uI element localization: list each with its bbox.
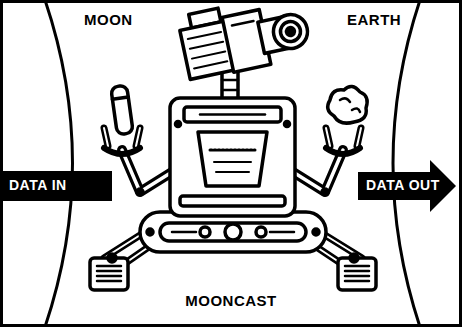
rover-arm: [326, 128, 361, 146]
rock-sample: [328, 86, 367, 123]
rover-body: [285, 122, 290, 127]
camera: [188, 32, 227, 68]
rover-illustration: [222, 80, 238, 90]
data-arrow-band: DATA IN: [0, 171, 112, 201]
camera: [270, 11, 310, 51]
rover-body: [210, 149, 255, 152]
earth-region-outline: [386, 0, 462, 327]
earth-region-outline: [393, 0, 420, 327]
node-label: DATA IN: [9, 177, 67, 193]
rover-arm: [137, 189, 143, 195]
rover-illustration: [90, 0, 376, 290]
rover-tread: [140, 212, 326, 252]
rover-wheel: [345, 266, 369, 281]
rover-tread: [160, 223, 306, 241]
rover-wheel: [108, 254, 116, 262]
sample-vial: [112, 97, 128, 99]
rover-arm: [293, 150, 343, 192]
rover-arm: [104, 148, 140, 154]
sample-vial: [111, 85, 134, 135]
rover-arm: [104, 85, 172, 195]
rover-body: [170, 98, 295, 216]
node-label: EARTH: [347, 11, 401, 28]
rover-arm: [122, 150, 172, 192]
rover-arm: [293, 86, 367, 195]
rover-body: [180, 196, 285, 206]
rover-body: [184, 107, 281, 122]
data-arrow-band: DATA OUT: [358, 160, 456, 212]
rover-tread: [225, 224, 241, 240]
rover-body: [198, 132, 267, 186]
rover-tread: [256, 227, 266, 237]
data-arrow-band-outline: [358, 160, 456, 212]
data-arrow-band-outline: [0, 171, 112, 201]
rover-tread: [172, 231, 294, 234]
moon-region: MOON: [0, 0, 76, 327]
node-label: MOON: [84, 11, 133, 28]
rover-tread: [200, 227, 210, 237]
rover-body: [176, 122, 181, 127]
diagram-name: MOONCAST: [0, 292, 462, 309]
moon-region-outline: [45, 0, 73, 327]
rover-arm: [322, 189, 328, 195]
moon-region-outline: [0, 0, 76, 327]
rover-arm: [340, 98, 360, 112]
rover-body: [214, 162, 251, 172]
camera: [232, 21, 254, 26]
rover-body: [170, 98, 295, 216]
camera: [279, 20, 303, 44]
rover-wheel: [350, 254, 358, 262]
sample-vial: [111, 85, 134, 135]
node-label: DATA OUT: [366, 177, 440, 193]
rover-arm: [326, 128, 361, 146]
rover-arm: [293, 150, 343, 192]
camera: [177, 0, 313, 81]
rover-tread: [313, 229, 319, 235]
rover-wheel: [97, 266, 121, 281]
rover-tread: [147, 229, 153, 235]
rover-tread: [140, 212, 326, 252]
rover-wheel: [90, 254, 376, 290]
rover-arm: [122, 150, 172, 192]
earth-region: EARTH: [386, 0, 462, 327]
rover-body: [200, 113, 265, 116]
camera: [286, 27, 295, 36]
rover-arm: [326, 148, 360, 154]
